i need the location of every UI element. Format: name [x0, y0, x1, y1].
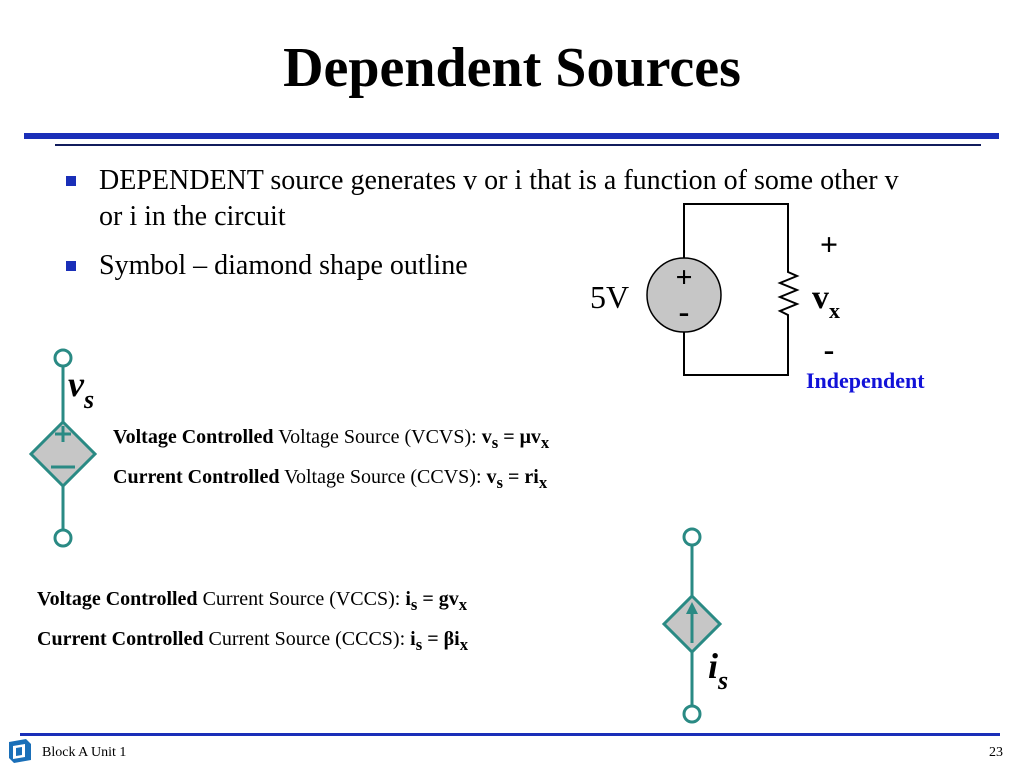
vccs-eq-rhs: = gv	[417, 588, 459, 610]
vccs-eq-rhs-sub: x	[458, 595, 468, 614]
arrow-head-icon	[686, 602, 698, 614]
vccs-eq-lhs-sub: s	[410, 595, 418, 614]
cccs-eq-rhs-sub: x	[459, 635, 469, 654]
source-value-label: 5V	[590, 279, 629, 315]
bullet-item: DEPENDENT source generates v or i that i…	[62, 163, 922, 235]
terminal-icon	[682, 527, 702, 547]
bullet-text: Symbol – diamond shape outline	[99, 250, 468, 281]
vx-label: vx	[812, 279, 840, 323]
vs-label: vs	[68, 364, 94, 414]
vcvs-eq-lhs-sub: s	[491, 433, 499, 452]
source-minus-sign: -	[679, 293, 690, 329]
university-logo-icon	[9, 739, 31, 763]
terminal-icon	[53, 348, 73, 368]
vcvs-bold: Voltage Controlled	[113, 426, 274, 448]
bullet-list: DEPENDENT source generates v or i that i…	[62, 163, 922, 297]
vcvs-eq-lhs: v	[481, 426, 492, 448]
vcvs-text: Voltage Source (VCVS):	[273, 426, 482, 448]
resistor-icon	[777, 266, 800, 320]
ccvs-eq-rhs-sub: x	[538, 473, 548, 492]
current-source-definitions: Voltage Controlled Current Source (VCCS)…	[37, 582, 468, 662]
footer-course-label: Block A Unit 1	[42, 745, 127, 760]
is-label-sub: s	[717, 666, 728, 695]
footer-rule	[20, 733, 1000, 736]
cccs-text: Current Source (CCCS):	[203, 628, 411, 650]
ccvs-line: Current Controlled Voltage Source (CCVS)…	[113, 460, 549, 500]
vccs-text: Current Source (VCCS):	[197, 588, 406, 610]
ccvs-eq-rhs: = ri	[503, 466, 539, 488]
vx-label-base: v	[812, 279, 829, 316]
cccs-eq-lhs: i	[410, 628, 416, 650]
vccs-bold: Voltage Controlled	[37, 588, 198, 610]
diamond-voltage-source-icon	[28, 419, 98, 489]
terminal-icon	[53, 528, 73, 548]
bullet-item: Symbol – diamond shape outline	[62, 248, 922, 284]
slide-title: Dependent Sources	[283, 37, 741, 99]
voltage-source-definitions: Voltage Controlled Voltage Source (VCVS)…	[113, 420, 549, 500]
cccs-equation: is = βix	[410, 628, 468, 654]
vx-label-sub: x	[829, 298, 840, 323]
cccs-bold: Current Controlled	[37, 628, 204, 650]
dependent-voltage-source-symbol: vs	[28, 348, 98, 548]
title-rule-thick	[24, 133, 999, 139]
vcvs-eq-rhs: = μv	[498, 426, 541, 448]
square-bullet-icon	[66, 176, 76, 186]
ccvs-bold: Current Controlled	[113, 466, 280, 488]
vs-label-sub: s	[83, 385, 94, 414]
square-bullet-icon	[66, 261, 76, 271]
vccs-equation: is = gvx	[405, 588, 467, 614]
independent-circuit: + - 5V + vx -	[590, 203, 840, 376]
source-plus-sign: +	[675, 261, 692, 294]
vs-label-base: v	[68, 364, 85, 404]
vcvs-eq-rhs-sub: x	[540, 433, 550, 452]
vx-minus-sign: -	[824, 331, 835, 367]
independent-caption: Independent	[806, 368, 925, 393]
bullet-text: DEPENDENT source generates v or i that i…	[99, 165, 899, 232]
is-label: is	[708, 646, 728, 695]
dependent-current-source-symbol: is	[661, 527, 728, 724]
ccvs-equation: vs = rix	[486, 466, 548, 492]
vcvs-equation: vs = μvx	[481, 426, 550, 452]
footer-page-number: 23	[989, 745, 1003, 760]
ccvs-text: Voltage Source (CCVS):	[279, 466, 487, 488]
ccvs-eq-lhs-sub: s	[496, 473, 503, 492]
title-rule-thin	[55, 144, 981, 146]
voltage-source-circle-icon	[646, 257, 722, 333]
vccs-eq-lhs: i	[405, 588, 411, 610]
ccvs-eq-lhs: v	[486, 466, 497, 488]
terminal-icon	[682, 704, 702, 724]
is-label-base: i	[708, 646, 718, 686]
vx-plus-sign: +	[820, 226, 838, 262]
vcvs-line: Voltage Controlled Voltage Source (VCVS)…	[113, 420, 549, 460]
circuit-wire	[683, 203, 789, 376]
vccs-line: Voltage Controlled Current Source (VCCS)…	[37, 582, 468, 622]
cccs-eq-lhs-sub: s	[415, 635, 423, 654]
cccs-line: Current Controlled Current Source (CCCS)…	[37, 622, 468, 662]
cccs-eq-rhs: = βi	[422, 628, 460, 650]
